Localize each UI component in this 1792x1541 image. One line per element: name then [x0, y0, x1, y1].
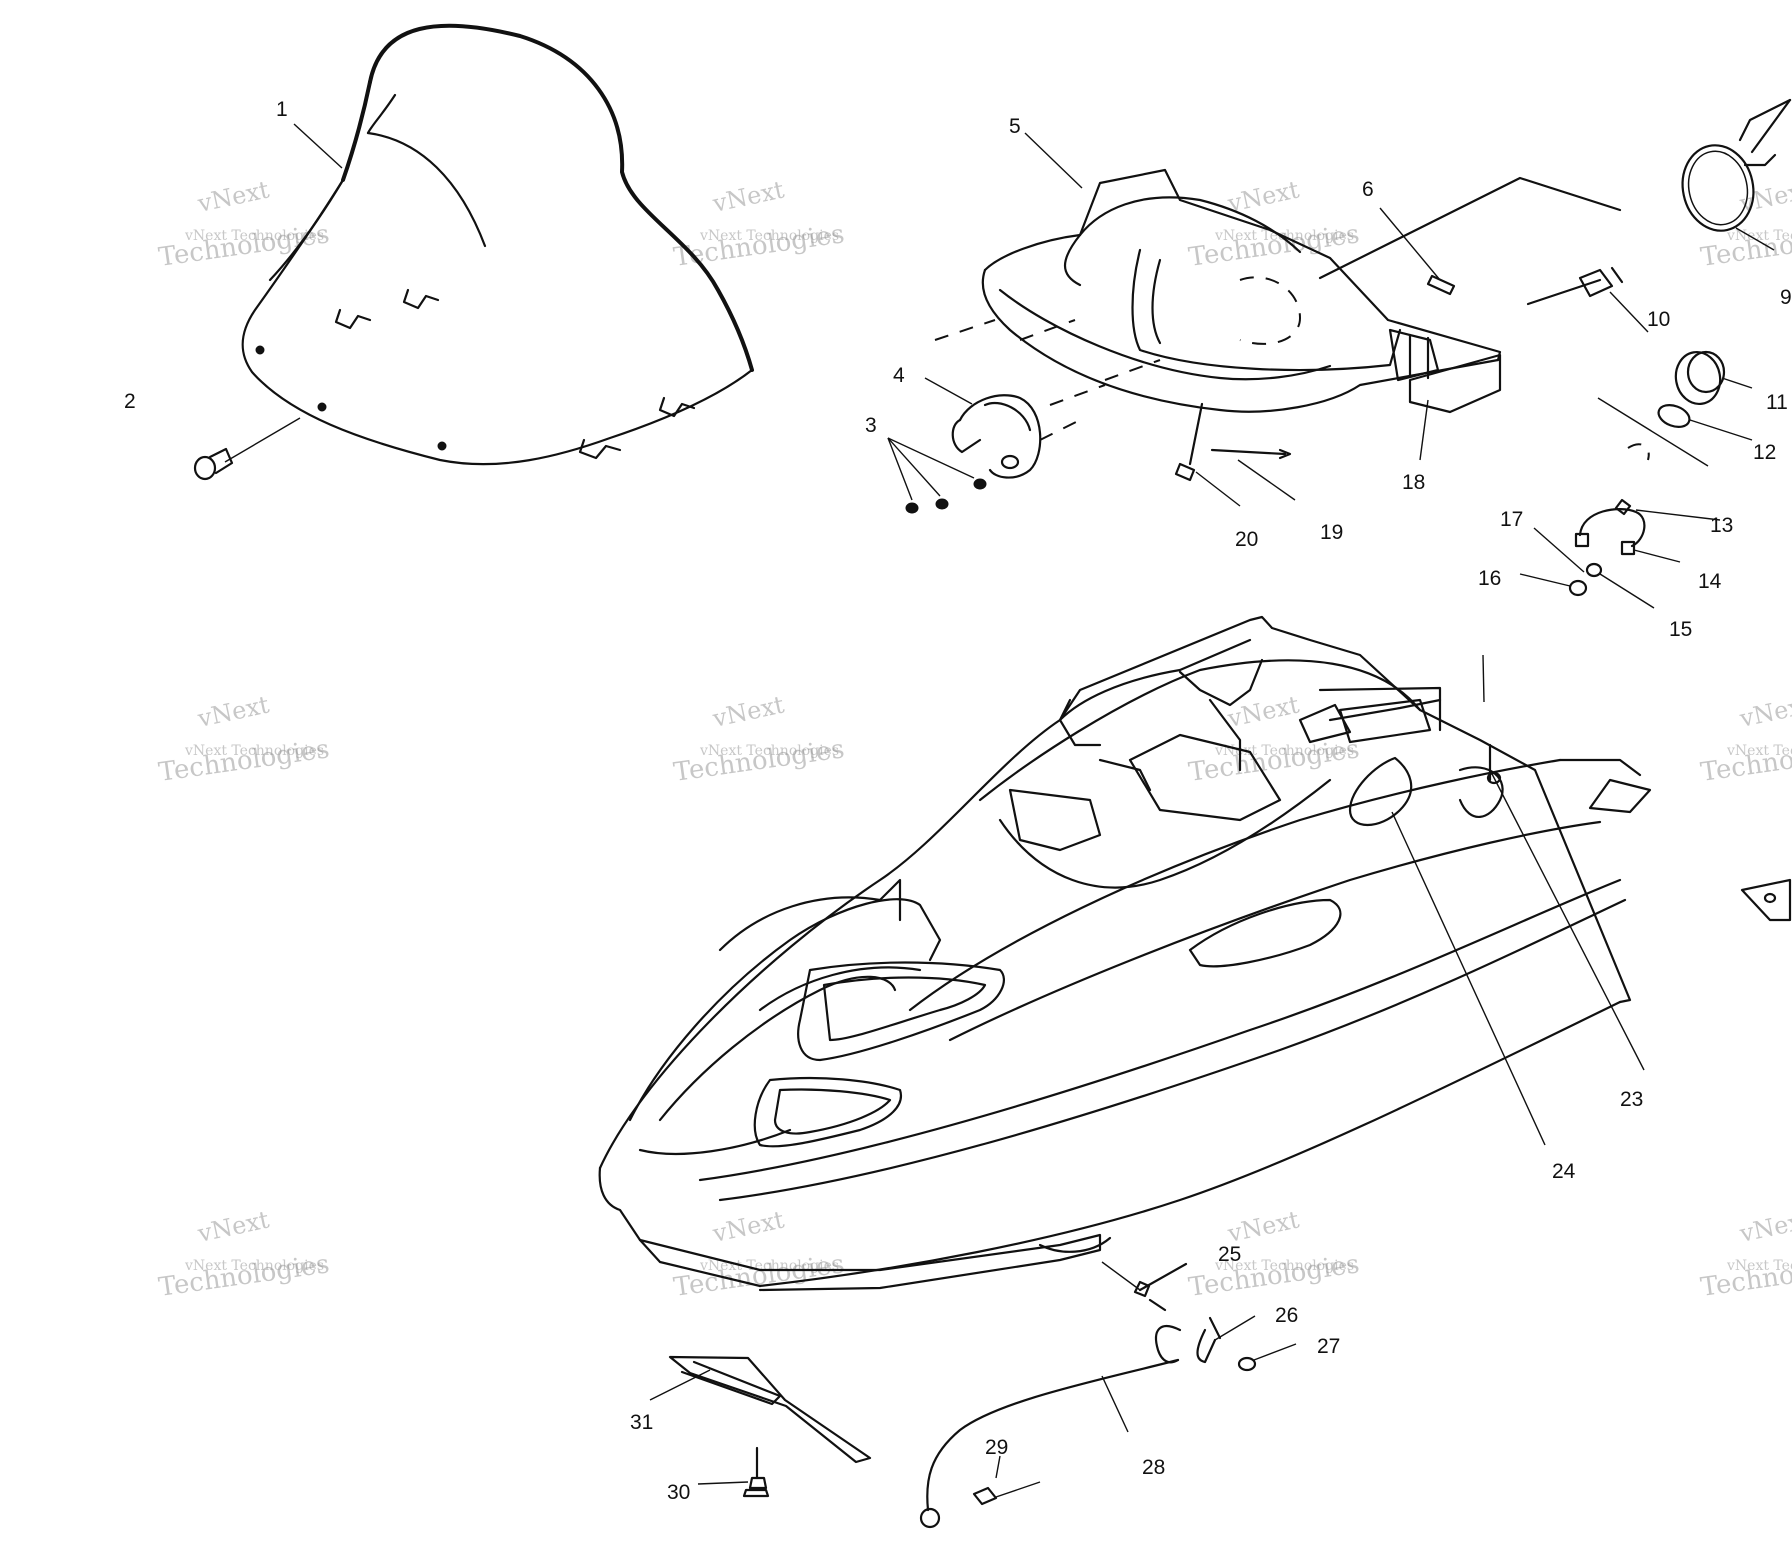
- watermark-line1: vNext: [1736, 175, 1792, 218]
- watermark: vNext vNext Technologies Technologies: [1699, 1205, 1792, 1302]
- watermark-line1: vNext: [1224, 690, 1302, 733]
- callout-16: 16: [1478, 567, 1501, 590]
- windshield-part: [241, 23, 754, 466]
- switch-part: [1526, 266, 1649, 333]
- watermark-line2: vNext Technologies: [184, 228, 324, 244]
- callout-31: 31: [630, 1411, 653, 1434]
- callout-14: 14: [1698, 570, 1722, 593]
- watermark-line2: vNext Technologies: [699, 743, 839, 759]
- watermark: vNext vNext Technologies Technologies: [157, 175, 332, 272]
- callout-13: 13: [1710, 514, 1733, 537]
- skid-plate-parts: [649, 1355, 872, 1498]
- misc-leaders: [293, 123, 1083, 189]
- callout-27: 27: [1317, 1335, 1340, 1358]
- edge-bracket-part: [1740, 878, 1792, 922]
- callouts: 1 2 3 4 5 6 9 10 11 12 13 14 15 16 17 18…: [124, 98, 1792, 1504]
- callout-5: 5: [1009, 115, 1021, 138]
- callout-28: 28: [1142, 1456, 1165, 1479]
- watermark-line1: vNext: [194, 175, 272, 218]
- watermark: vNext vNext Technologies Technologies: [1699, 690, 1792, 787]
- watermark-line2: vNext Technologies: [699, 228, 839, 244]
- callout-17: 17: [1500, 508, 1523, 531]
- console-part: [934, 168, 1502, 441]
- indicator-part: [1597, 350, 1753, 467]
- callout-24: 24: [1552, 1160, 1576, 1183]
- watermark-line1: vNext: [709, 1205, 787, 1248]
- watermark: vNext vNext Technologies Technologies: [157, 1205, 332, 1302]
- headlight-ring-part: [887, 377, 1042, 514]
- gauge-part: [1681, 98, 1792, 251]
- watermark-line1: vNext: [1736, 690, 1792, 733]
- watermark: vNext vNext Technologies Technologies: [672, 690, 847, 787]
- watermark: vNext vNext Technologies Technologies: [1187, 1205, 1362, 1302]
- watermark-line2: vNext Technologies: [1726, 1258, 1792, 1274]
- watermark-line2: vNext Technologies: [1214, 1258, 1354, 1274]
- callout-1: 1: [276, 98, 288, 121]
- watermark-line2: vNext Technologies: [184, 743, 324, 759]
- callout-18: 18: [1402, 471, 1425, 494]
- foam-part: [1408, 353, 1502, 461]
- watermark-line1: vNext: [1736, 1205, 1792, 1248]
- callout-23: 23: [1620, 1088, 1643, 1111]
- watermark: vNext vNext Technologies Technologies: [157, 690, 332, 787]
- tether-parts: [919, 1261, 1297, 1529]
- callout-3: 3: [865, 414, 877, 437]
- fuse-part: [1318, 176, 1622, 296]
- bracket-parts: [1519, 443, 1721, 609]
- windshield-screw-part: [193, 417, 301, 481]
- watermark-line1: vNext: [709, 175, 787, 218]
- cable-parts: [1174, 402, 1296, 507]
- watermark-line2: vNext Technologies: [184, 1258, 324, 1274]
- watermark-line1: vNext: [709, 690, 787, 733]
- callout-9: 9: [1780, 286, 1792, 309]
- watermark-line1: vNext: [194, 1205, 272, 1248]
- callout-2: 2: [124, 390, 136, 413]
- callout-6: 6: [1362, 178, 1374, 201]
- callout-10: 10: [1647, 308, 1670, 331]
- watermark: vNext vNext Technologies Technologies: [1187, 175, 1362, 272]
- callout-15: 15: [1669, 618, 1692, 641]
- callout-25: 25: [1218, 1243, 1241, 1266]
- callout-26: 26: [1275, 1304, 1298, 1327]
- callout-20: 20: [1235, 528, 1258, 551]
- watermark-line2: vNext Technologies: [1726, 743, 1792, 759]
- callout-12: 12: [1753, 441, 1776, 464]
- watermark-line1: vNext: [194, 690, 272, 733]
- watermark-line2: vNext Technologies: [1214, 743, 1354, 759]
- callout-11: 11: [1766, 391, 1788, 414]
- hood-body-part: [598, 615, 1652, 1292]
- callout-30: 30: [667, 1481, 690, 1504]
- hood-leaders: [1391, 769, 1645, 1146]
- watermarks: vNext vNext Technologies Technologies vN…: [157, 175, 1792, 1302]
- callout-4: 4: [893, 364, 905, 387]
- callout-19: 19: [1320, 521, 1343, 544]
- watermark: vNext vNext Technologies Technologies: [1699, 175, 1792, 272]
- callout-29: 29: [985, 1436, 1008, 1459]
- watermark-line1: vNext: [1224, 1205, 1302, 1248]
